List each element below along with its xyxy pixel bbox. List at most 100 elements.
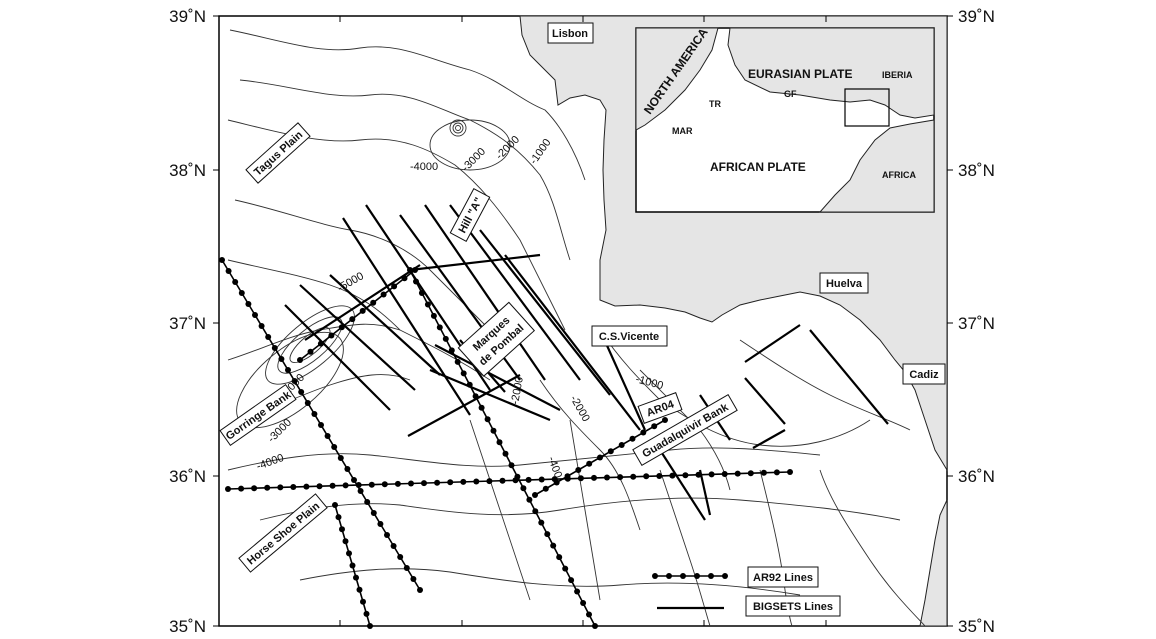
ar92-shot-point (410, 576, 417, 582)
ar92-shot-point (787, 469, 793, 475)
ar92-shot-point (747, 470, 754, 477)
ar92-shot-point (251, 485, 258, 492)
ar92-shot-point (773, 469, 780, 476)
ticks (213, 15, 953, 627)
ar92-shot-point (643, 473, 650, 480)
ar92-shot-point (538, 476, 545, 483)
ar92-shot-point (381, 481, 388, 488)
ar92-shot-point (238, 290, 245, 296)
ar92-shot-point (377, 521, 384, 527)
ar92-shot-point (332, 502, 338, 508)
ar92-shot-point (303, 483, 310, 490)
svg-text:IBERIA: IBERIA (882, 70, 913, 80)
depth-label: -4000 (410, 161, 438, 173)
ar92-shot-point (708, 471, 715, 478)
ar92-shot-point (575, 467, 582, 473)
ar92-shot-point (401, 275, 408, 282)
ar92-shot-point (662, 417, 668, 423)
ar92-shot-point (408, 480, 414, 487)
ar92-shot-point (604, 474, 610, 481)
label-ar04: AR04 (637, 392, 683, 424)
ar92-shot-point (520, 485, 527, 492)
ar92-shot-point (597, 454, 603, 461)
svg-text:AFRICAN PLATE: AFRICAN PLATE (710, 160, 806, 174)
ar92-shot-point (695, 471, 702, 478)
ar92-shot-point (472, 393, 479, 400)
ar92-shot-point (265, 334, 272, 340)
ar92-shot-point (417, 587, 423, 593)
ar92-shot-point (356, 586, 363, 593)
ar92-shot-point (629, 435, 636, 442)
ar92-shot-point (532, 492, 538, 498)
ar92-shot-point (618, 442, 625, 448)
ar92-shot-point (349, 562, 356, 569)
ar92-shot-point (351, 477, 357, 483)
ar92-shot-point (544, 531, 551, 538)
ar92-shot-point (316, 483, 323, 490)
ar92-shot-point (329, 482, 336, 489)
ar92-shot-point (640, 429, 647, 436)
depth-label: -2000 (509, 376, 526, 406)
ar92-shot-point (278, 356, 285, 362)
ar92-shot-point (550, 542, 557, 549)
legend: AR92 Lines BIGSETS Lines (652, 566, 841, 617)
left-axis-labels: 39˚N 38˚N 37˚N 36˚N 35˚N (169, 7, 206, 636)
ar92-shot-point (418, 290, 425, 296)
ar92-shot-point (225, 486, 231, 492)
label-cadiz: Cadiz (902, 363, 946, 385)
ar92-shot-point (290, 484, 297, 490)
ar92-shot-point (304, 400, 311, 406)
ar92-shot-point (553, 479, 560, 486)
lat-label: 38˚N (169, 161, 206, 180)
ar92-shot-point (219, 257, 225, 263)
ar92-shot-point (502, 450, 509, 457)
ar92-shot-point (342, 538, 349, 545)
ar92-shot-point (538, 519, 545, 526)
ar92-shot-point (562, 565, 569, 572)
ar92-shot-point (526, 496, 533, 503)
ar92-shot-point (734, 470, 741, 477)
ar92-shot-point (370, 299, 377, 306)
ar92-shot-point (298, 389, 305, 395)
ar92-shot-point (360, 598, 366, 605)
right-axis-labels: 39˚N 38˚N 37˚N 36˚N 35˚N (958, 7, 995, 636)
ar92-shot-point (484, 416, 491, 423)
legend-ar92-label: AR92 Lines (753, 572, 813, 584)
ar92-shot-point (359, 307, 366, 314)
ar92-shot-point (363, 610, 370, 617)
ar92-shot-point (568, 577, 575, 584)
ar92-shot-point (324, 433, 331, 439)
ar92-shot-point (264, 484, 271, 491)
ar92-shot-point (364, 499, 371, 505)
ar92-shot-point (424, 301, 431, 308)
ar92-dots (219, 257, 793, 629)
map-area: -4000 -3000 -2000 -1000 -5000 -2000 -100… (219, 15, 948, 629)
ar92-shot-point (454, 358, 461, 365)
ar92-shot-point (390, 543, 397, 549)
ar92-shot-point (447, 479, 454, 486)
svg-text:AFRICA: AFRICA (882, 170, 916, 180)
ar92-shot-point (430, 312, 437, 319)
ar92-shot-point (349, 316, 356, 323)
africa-land (919, 499, 948, 627)
ar92-shot-point (328, 332, 335, 339)
ar92-shot-point (434, 479, 441, 486)
ar92-shot-point (238, 485, 245, 492)
ar92-shot-point (586, 611, 592, 618)
lat-label: 39˚N (958, 7, 995, 26)
ar92-shot-point (542, 485, 549, 492)
ar92-shot-point (556, 554, 563, 561)
ar92-shot-point (577, 475, 584, 482)
ar92-shot-point (252, 312, 258, 318)
ar92-shot-point (297, 357, 303, 363)
ar92-shot-point (232, 279, 239, 285)
legend-bigsets-label: BIGSETS Lines (753, 601, 833, 613)
ar92-shot-point (448, 347, 455, 354)
ar92-shot-point (525, 476, 532, 483)
ar92-shot-point (337, 455, 344, 461)
svg-text:MAR: MAR (672, 126, 693, 136)
ar92-shot-point (592, 623, 598, 629)
ar92-shot-point (607, 448, 614, 455)
ar92-shot-point (353, 574, 359, 581)
